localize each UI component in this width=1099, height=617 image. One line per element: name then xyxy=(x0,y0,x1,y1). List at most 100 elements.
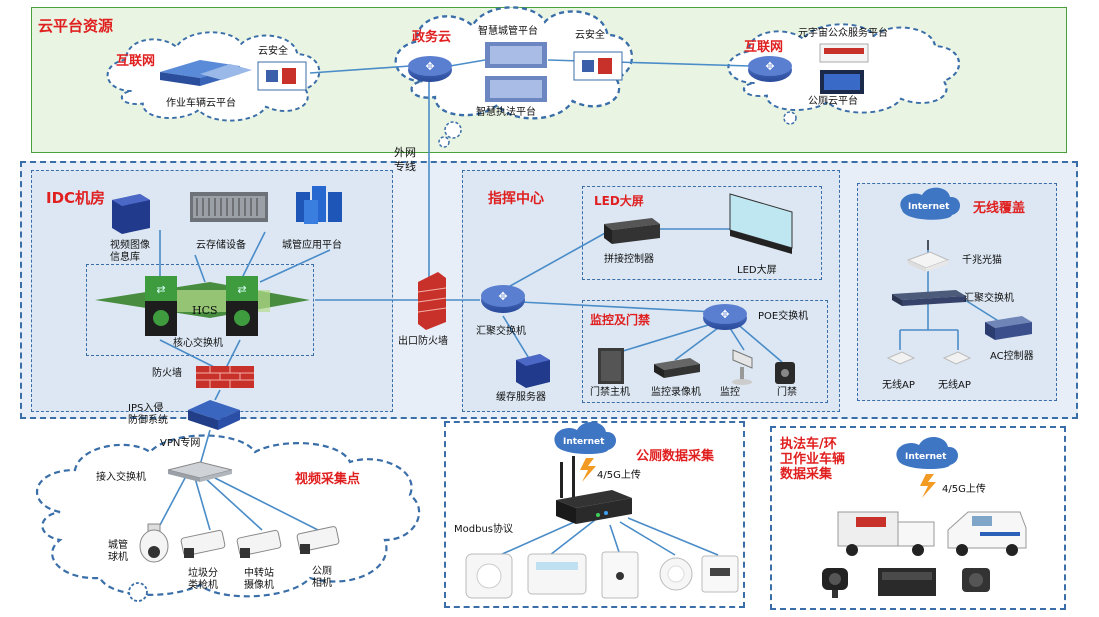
exit-firewall-icon xyxy=(417,272,447,330)
access-host-label: 门禁主机 xyxy=(590,387,630,398)
lightning-icon-toilet xyxy=(580,458,596,482)
internet-right-switch-icon: ✥ xyxy=(748,56,792,82)
video-collect-title: 视频采集点 xyxy=(295,472,361,487)
ac-controller-label: AC控制器 xyxy=(990,351,1034,362)
vpn-label: VPN专网 xyxy=(160,438,201,449)
iot-gateway-icon xyxy=(556,456,632,524)
toilet-internet-label: Internet xyxy=(563,437,605,447)
door-label: 门禁 xyxy=(777,387,797,398)
access-host-icon xyxy=(598,348,624,384)
internet-right-title: 互联网 xyxy=(744,40,784,55)
garbage-camera-label: 垃圾分 类枪机 xyxy=(188,568,218,591)
firewall-label: 防火墙 xyxy=(152,368,182,379)
ips-label: IPS入侵 防御系统 xyxy=(128,403,168,426)
city-app-label: 城管应用平台 xyxy=(282,240,342,251)
ap-left-label: 无线AP xyxy=(882,380,915,391)
garbage-camera-icon xyxy=(180,529,226,558)
cloud-security-left-label: 云安全 xyxy=(258,46,288,57)
ap-right-icon xyxy=(942,351,972,365)
gov-switch-icon: ✥ xyxy=(408,56,452,82)
wireless-switch-label: 汇聚交换机 xyxy=(964,293,1014,304)
command-center-title: 指挥中心 xyxy=(488,191,544,207)
access-switch-icon xyxy=(167,461,233,482)
sensor-2-icon xyxy=(527,553,587,595)
monitor-zone xyxy=(582,300,828,403)
toilet-internet-cloud xyxy=(554,421,617,455)
vehicle-data-zone xyxy=(770,426,1066,610)
network-links xyxy=(159,59,1001,556)
toilet-data-zone xyxy=(444,421,745,608)
led-zone-title: LED大屏 xyxy=(594,194,644,208)
cloud-security-gov-icon xyxy=(573,51,623,81)
ap-right-label: 无线AP xyxy=(938,380,971,391)
door-device-icon xyxy=(775,362,795,384)
modbus-label: Modbus协议 xyxy=(454,524,513,535)
ips-device-icon xyxy=(188,400,240,430)
splice-controller-icon xyxy=(604,218,660,244)
cloud-security-left-icon xyxy=(257,61,307,91)
core-switch-left: ⇄ xyxy=(145,276,177,336)
exit-firewall-label: 出口防火墙 xyxy=(398,336,448,347)
toilet-camera-icon xyxy=(296,526,340,554)
poe-switch-label: POE交换机 xyxy=(758,311,809,322)
agg-switch-label: 汇聚交换机 xyxy=(476,326,526,337)
core-switch-right: ⇄ xyxy=(226,276,258,336)
ac-controller-icon xyxy=(985,316,1032,340)
ont-device-icon xyxy=(906,240,950,272)
gov-cloud-title: 政务云 xyxy=(412,30,452,45)
mdvr-icon xyxy=(878,568,936,596)
ont-label: 千兆光猫 xyxy=(962,255,1002,266)
monitor-zone-title: 监控及门禁 xyxy=(590,313,651,327)
hcs-label: HCS xyxy=(192,304,218,317)
dome-camera-label: 城管 球机 xyxy=(108,540,128,563)
vehicle-uplink-label: 4/5G上传 xyxy=(942,484,986,495)
core-switch-label: 核心交换机 xyxy=(173,338,223,349)
firewall-icon xyxy=(196,366,254,388)
cloud-security-gov-label: 云安全 xyxy=(575,30,605,41)
metaverse-platform-icon xyxy=(819,43,869,63)
transfer-camera-label: 中转站 摄像机 xyxy=(244,568,274,591)
toilet-cloud-platform-icon xyxy=(820,70,864,94)
led-screen-icon xyxy=(729,193,793,254)
video-db-label: 视频图像 信息库 xyxy=(110,240,150,263)
cloud-storage-icon xyxy=(190,192,268,222)
cloud-storage-label: 云存储设备 xyxy=(196,240,246,251)
splice-controller-label: 拼接控制器 xyxy=(604,254,654,265)
core-switch-zone xyxy=(86,264,314,356)
internet-left-title: 互联网 xyxy=(116,54,156,69)
idc-title: IDC机房 xyxy=(46,189,106,207)
smart-city-platform-label: 智慧城管平台 xyxy=(478,26,538,37)
cloud-video-collect xyxy=(35,434,421,602)
led-zone xyxy=(582,186,822,280)
svg-text:✥: ✥ xyxy=(765,60,774,73)
poe-switch-icon: ✥ xyxy=(703,304,747,330)
sensor-1-icon xyxy=(465,553,513,599)
svg-text:⇄: ⇄ xyxy=(237,283,246,296)
ap-left-icon xyxy=(886,351,916,365)
cloud-gov xyxy=(394,6,634,148)
wireless-switch-icon xyxy=(892,290,966,306)
sensor-3-icon xyxy=(601,551,639,599)
sensor-4-icon xyxy=(659,557,693,591)
svg-text:✥: ✥ xyxy=(720,308,729,321)
svg-text:⇄: ⇄ xyxy=(156,283,165,296)
wireless-title: 无线覆盖 xyxy=(973,201,1026,216)
vehicle-internet-label: Internet xyxy=(905,452,947,462)
smart-law-platform-icon xyxy=(485,76,547,102)
cache-server-icon xyxy=(516,354,550,388)
transfer-camera-icon xyxy=(236,529,282,558)
svg-text:✥: ✥ xyxy=(498,290,507,303)
metaverse-platform-label: 元宇宙公众服务平台 xyxy=(798,28,888,39)
cache-server-label: 缓存服务器 xyxy=(496,392,546,403)
smart-city-platform-icon xyxy=(485,42,547,68)
toilet-uplink-label: 4/5G上传 xyxy=(597,470,641,481)
agg-switch-icon: ✥ xyxy=(481,285,525,313)
access-switch-label: 接入交换机 xyxy=(96,472,146,483)
toilet-cloud-platform-label: 公厕云平台 xyxy=(808,96,858,107)
nvr-label: 监控录像机 xyxy=(651,387,701,398)
patrol-car-icon xyxy=(947,511,1027,556)
smart-law-platform-label: 智慧执法平台 xyxy=(476,107,536,118)
vehicle-cloud-platform-icon xyxy=(160,60,252,86)
monitor-camera-icon xyxy=(732,349,753,385)
